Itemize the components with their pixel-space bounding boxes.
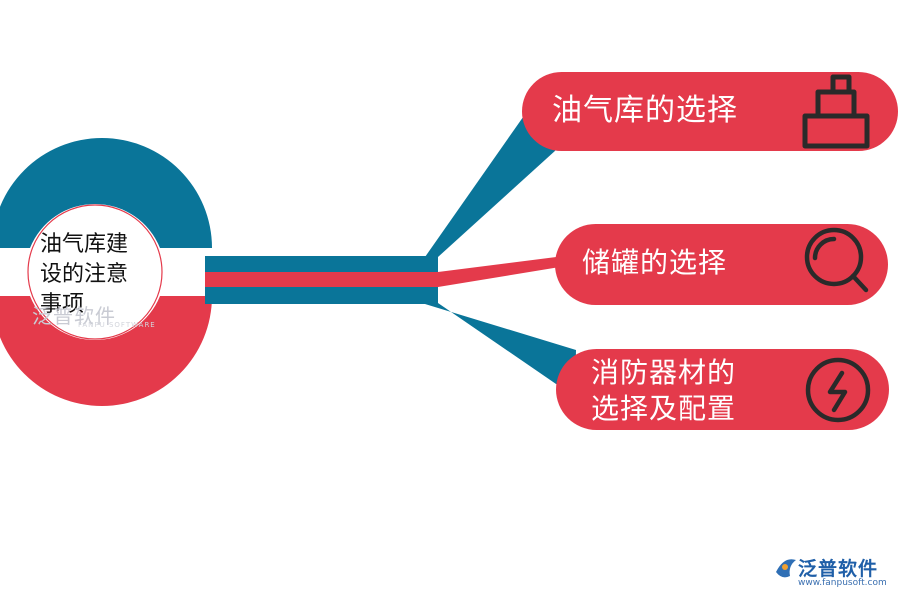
- center-circle: [27, 204, 163, 340]
- branch-pill-3: [556, 349, 889, 430]
- building-icon: [802, 74, 870, 149]
- branch-label-line: 储罐的选择: [582, 246, 728, 279]
- branch-label-line: 选择及配置: [591, 392, 737, 425]
- wedge-bottom: [425, 303, 576, 397]
- watermark-text: 泛普软件: [32, 304, 116, 328]
- brand-url: www.fanpusoft.com: [798, 578, 887, 588]
- branch-pill-2: [555, 224, 888, 305]
- center-topic-line: 设的注意: [40, 262, 129, 287]
- center-topic-line: 事项: [40, 292, 85, 317]
- branch-label-1: 油气库的选择: [552, 94, 738, 128]
- brand-name: 泛普软件: [798, 558, 879, 580]
- branch-label-3: 消防器材的 选择及配置: [591, 355, 736, 427]
- center-ring-top: [0, 138, 212, 248]
- wedge-top: [425, 110, 556, 257]
- branch-label-line: 消防器材的: [591, 356, 737, 389]
- center-topic-line: 油气库建: [40, 232, 129, 257]
- watermark-subtext: FANPU SOFTWARE: [78, 321, 156, 329]
- connector-red: [205, 272, 438, 287]
- search-icon: [804, 227, 869, 293]
- branch-label-line: 油气库的选择: [552, 93, 738, 128]
- wedge-middle: [438, 255, 572, 287]
- brand-logo-icon: [776, 559, 796, 578]
- center-topic: 油气库建 设的注意 事项: [40, 230, 160, 320]
- center-ring-bottom: [0, 296, 212, 406]
- lightning-icon: [805, 357, 871, 423]
- branch-label-2: 储罐的选择: [582, 246, 727, 280]
